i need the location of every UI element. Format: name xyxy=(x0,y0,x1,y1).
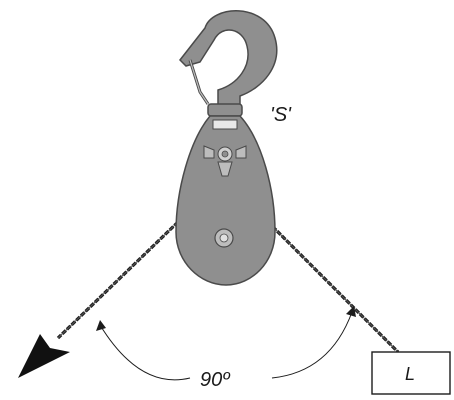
load-box xyxy=(371,351,451,395)
pull-direction-arrow-icon xyxy=(18,334,70,378)
arc-arrow-left-icon xyxy=(96,320,106,331)
wing-nut-icon xyxy=(203,145,247,177)
angle-arc xyxy=(96,306,356,381)
angle-label: 90º xyxy=(200,369,231,391)
hook-icon xyxy=(179,10,278,117)
load-label: L xyxy=(405,364,415,384)
axle-nut-icon xyxy=(214,228,234,248)
left-rope xyxy=(56,220,180,340)
arc-arrow-right-icon xyxy=(346,306,356,317)
pulley-block xyxy=(175,115,276,286)
right-rope xyxy=(266,220,400,354)
load-factor-label: 'S' xyxy=(270,104,292,126)
